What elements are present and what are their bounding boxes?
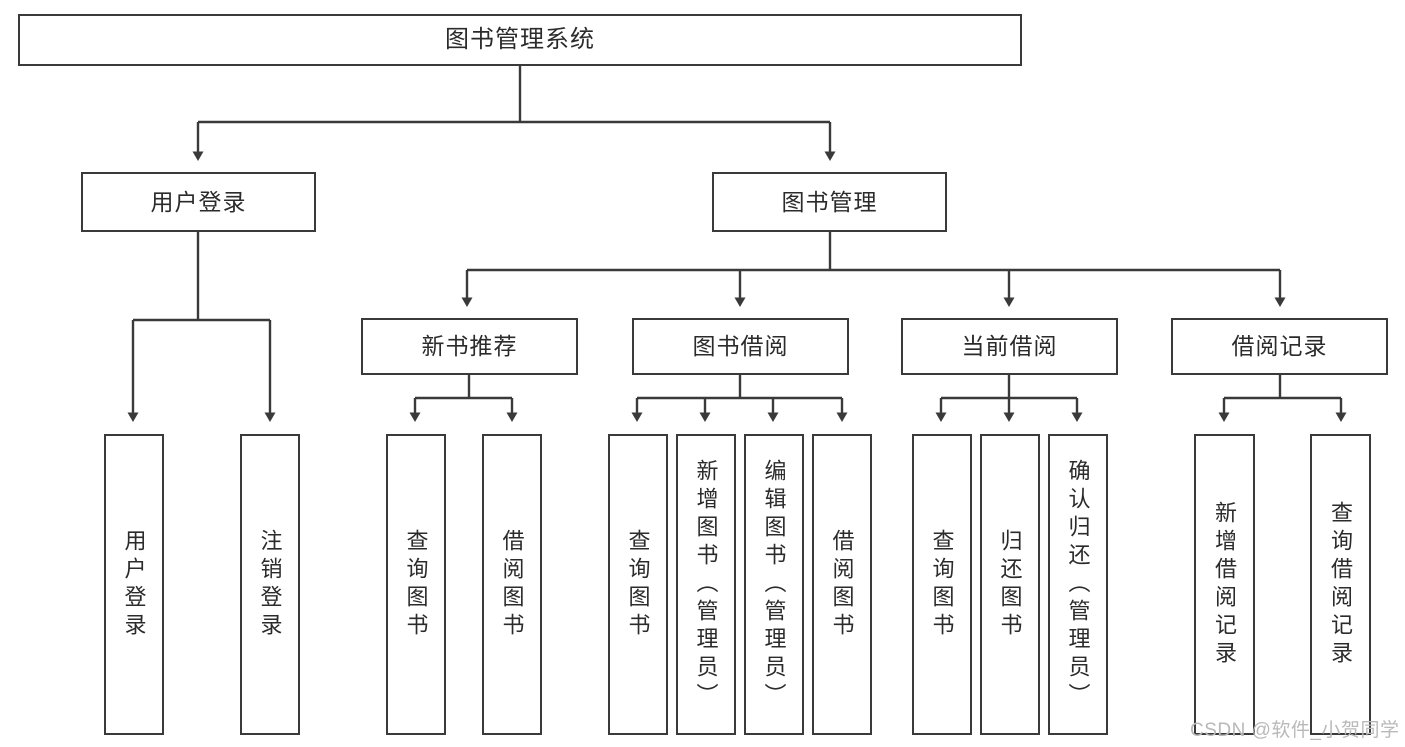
node-label: 新书推荐 <box>421 333 518 359</box>
node-label: 当前借阅 <box>961 333 1058 359</box>
node-label: 编辑图书（管理员） <box>761 458 787 711</box>
node-label: 注销登录 <box>257 528 283 641</box>
node-label: 确认归还（管理员） <box>1065 458 1091 711</box>
node-label: 用户登录 <box>150 188 247 215</box>
node-book-management[interactable]: 图书管理 <box>712 172 947 232</box>
watermark: CSDN @软件_小贺同学 <box>1190 720 1400 741</box>
node-new-book-recommend[interactable]: 新书推荐 <box>361 318 578 375</box>
leaf-add-borrow-record[interactable]: 新增借阅记录 <box>1194 434 1255 735</box>
leaf-add-book-admin[interactable]: 新增图书（管理员） <box>676 434 736 735</box>
node-book-borrow[interactable]: 图书借阅 <box>632 318 849 375</box>
node-label: 归还图书 <box>997 528 1023 641</box>
leaf-edit-book-admin[interactable]: 编辑图书（管理员） <box>744 434 804 735</box>
leaf-query-book-borrow[interactable]: 查询图书 <box>608 434 668 735</box>
node-label: 新增图书（管理员） <box>693 458 719 711</box>
leaf-query-book-recommend[interactable]: 查询图书 <box>386 434 446 735</box>
node-borrow-record[interactable]: 借阅记录 <box>1171 318 1388 375</box>
leaf-return-book[interactable]: 归还图书 <box>980 434 1040 735</box>
node-label: 查询借阅记录 <box>1328 500 1354 669</box>
leaf-query-book-current[interactable]: 查询图书 <box>912 434 972 735</box>
node-user-login[interactable]: 用户登录 <box>81 172 316 232</box>
leaf-confirm-return-admin[interactable]: 确认归还（管理员） <box>1048 434 1108 735</box>
node-label: 查询图书 <box>625 528 651 641</box>
leaf-query-borrow-record[interactable]: 查询借阅记录 <box>1310 434 1371 735</box>
leaf-borrow-book[interactable]: 借阅图书 <box>812 434 872 735</box>
node-label: 新增借阅记录 <box>1212 500 1238 669</box>
leaf-logout[interactable]: 注销登录 <box>240 434 300 735</box>
node-label: 查询图书 <box>403 528 429 641</box>
leaf-borrow-book-recommend[interactable]: 借阅图书 <box>482 434 542 735</box>
node-label: 图书借阅 <box>692 333 789 359</box>
node-label: 借阅记录 <box>1231 333 1328 359</box>
node-label: 查询图书 <box>929 528 955 641</box>
leaf-user-login[interactable]: 用户登录 <box>104 434 164 735</box>
node-label: 借阅图书 <box>829 528 855 641</box>
node-label: 用户登录 <box>121 528 147 641</box>
node-root[interactable]: 图书管理系统 <box>18 14 1022 66</box>
node-label: 图书管理系统 <box>445 26 595 53</box>
node-label: 借阅图书 <box>499 528 525 641</box>
node-label: 图书管理 <box>781 188 878 215</box>
node-current-borrow[interactable]: 当前借阅 <box>901 318 1118 375</box>
